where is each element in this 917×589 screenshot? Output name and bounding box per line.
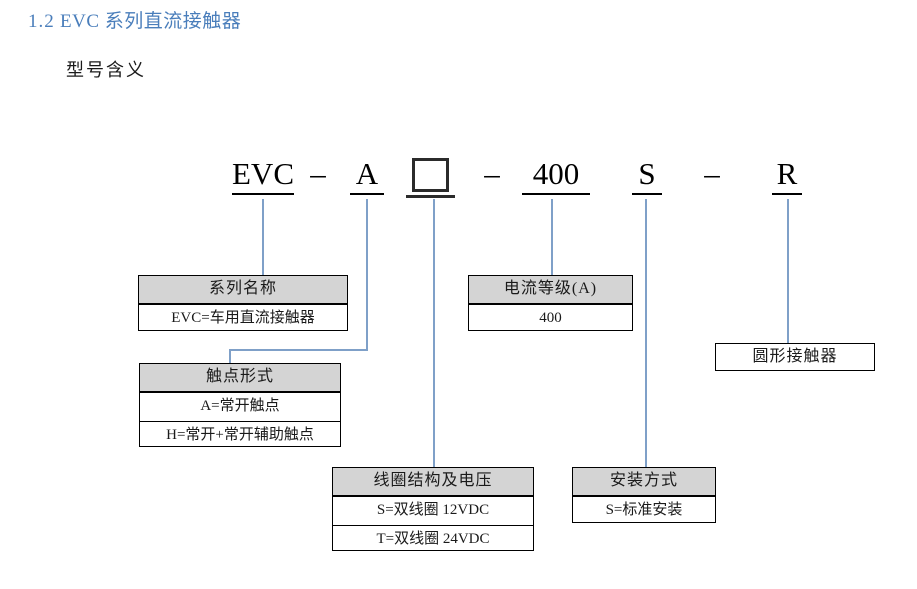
sub-title: 型号含义 bbox=[66, 60, 146, 80]
connector-contact-segment-1 bbox=[366, 199, 368, 349]
code-token-coil-placeholder bbox=[412, 158, 449, 192]
legend-row-contact-form-1: H=常开+常开辅助触点 bbox=[166, 427, 314, 443]
code-token-mounting: S bbox=[632, 155, 662, 195]
code-token-contact: A bbox=[350, 155, 384, 195]
legend-header-series-name: 系列名称 bbox=[139, 276, 347, 305]
legend-row-series-name-0: EVC=车用直流接触器 bbox=[171, 310, 315, 326]
legend-row-mounting-type-0: S=标准安装 bbox=[605, 502, 683, 518]
legend-row-contact-form-0: A=常开触点 bbox=[140, 393, 340, 422]
legend-row-coil-structure-0: S=双线圈 12VDC bbox=[333, 497, 533, 526]
connector-current bbox=[551, 199, 553, 275]
legend-header-coil-structure: 线圈结构及电压 bbox=[333, 468, 533, 497]
section-number: 1.2 bbox=[28, 11, 55, 32]
legend-header-contact-form: 触点形式 bbox=[140, 364, 340, 393]
section-title: EVC 系列直流接触器 bbox=[60, 11, 242, 32]
legend-box-shape-type: 圆形接触器 bbox=[715, 343, 875, 371]
code-token-current: 400 bbox=[522, 155, 590, 195]
legend-header-mounting-type: 安装方式 bbox=[573, 468, 715, 497]
model-code-row: EVC – A – 400 S – R bbox=[0, 155, 917, 205]
connector-contact-segment-3 bbox=[229, 349, 231, 364]
connector-contact-segment-2 bbox=[229, 349, 368, 351]
connector-series bbox=[262, 199, 264, 275]
code-token-shape: R bbox=[772, 155, 802, 195]
connector-coil bbox=[433, 199, 435, 467]
legend-row-coil-structure-1: T=双线圈 24VDC bbox=[376, 531, 490, 547]
legend-box-series-name: 系列名称 EVC=车用直流接触器 bbox=[138, 275, 348, 331]
legend-box-mounting-type: 安装方式 S=标准安装 bbox=[572, 467, 716, 523]
legend-row-current-rating-0: 400 bbox=[539, 310, 562, 326]
code-separator-3: – bbox=[704, 156, 720, 191]
connector-mounting bbox=[645, 199, 647, 467]
code-separator-2: – bbox=[484, 156, 500, 191]
legend-box-coil-structure: 线圈结构及电压 S=双线圈 12VDC T=双线圈 24VDC bbox=[332, 467, 534, 551]
legend-box-current-rating: 电流等级(A) 400 bbox=[468, 275, 633, 331]
code-token-series: EVC bbox=[232, 156, 294, 195]
connector-shape bbox=[787, 199, 789, 343]
legend-row-shape-type-0: 圆形接触器 bbox=[752, 348, 838, 365]
code-separator-1: – bbox=[310, 156, 326, 191]
page-title: 1.2 EVC 系列直流接触器 bbox=[28, 6, 241, 33]
legend-header-current-rating: 电流等级(A) bbox=[469, 276, 632, 305]
legend-box-contact-form: 触点形式 A=常开触点 H=常开+常开辅助触点 bbox=[139, 363, 341, 447]
code-token-coil-underline bbox=[406, 195, 455, 198]
